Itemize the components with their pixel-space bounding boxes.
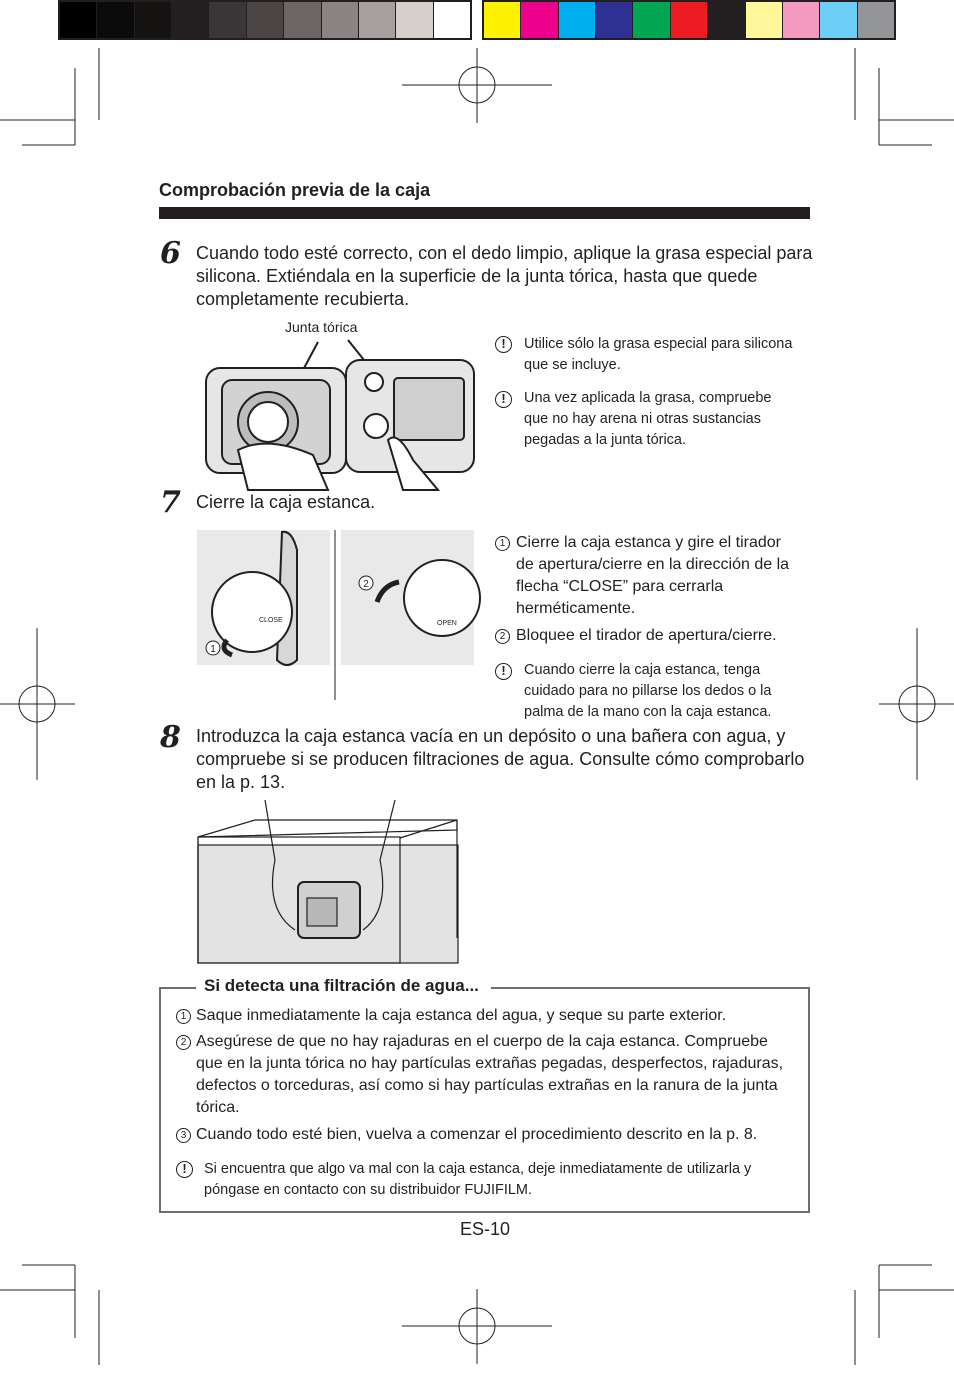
gray-swatch	[209, 2, 247, 38]
color-swatch	[596, 2, 634, 38]
gray-swatch	[134, 2, 173, 38]
color-swatch	[521, 2, 559, 38]
dial-close-label: CLOSE	[259, 617, 283, 624]
color-swatch	[782, 2, 821, 38]
gray-calibration-bar	[58, 0, 472, 40]
step-7-text: Cierre la caja estanca.	[196, 492, 376, 512]
gray-swatch	[246, 2, 285, 38]
gray-swatch	[172, 2, 210, 38]
o-ring-label: Junta tórica	[285, 319, 358, 335]
gray-swatch	[396, 2, 434, 38]
color-swatch	[633, 2, 671, 38]
leak-marker-3: 3	[176, 1128, 191, 1143]
color-calibration-bar	[482, 0, 896, 40]
leak-marker-2: 2	[176, 1035, 191, 1050]
leak-item-2: Asegúrese de que no hay rajaduras en el …	[196, 1033, 784, 1116]
color-swatch	[708, 2, 746, 38]
gray-swatch	[321, 2, 359, 38]
gray-swatch	[284, 2, 322, 38]
gray-swatch	[358, 2, 397, 38]
gray-swatch	[97, 2, 135, 38]
gray-swatch	[433, 2, 470, 38]
callout-2: 2	[363, 579, 369, 590]
step-8-text: Introduzca la caja estanca vacía en un d…	[196, 726, 805, 792]
section-title: Comprobación previa de la caja	[159, 180, 431, 200]
step-7-substep-2: Bloquee el tirador de apertura/cierre.	[516, 627, 777, 644]
callout-1: 1	[210, 644, 216, 655]
warning-icon: !	[176, 1161, 193, 1178]
color-swatch	[484, 2, 522, 38]
water-tank-illustration	[197, 799, 459, 964]
color-swatch	[558, 2, 597, 38]
substep-marker-2: 2	[495, 629, 510, 644]
color-swatch	[745, 2, 783, 38]
color-swatch	[670, 2, 709, 38]
leak-marker-1: 1	[176, 1009, 191, 1024]
step-6-text: Cuando todo esté correcto, con el dedo l…	[196, 243, 813, 309]
leak-item-1: Saque inmediatamente la caja estanca del…	[196, 1007, 727, 1024]
warning-icon: !	[495, 391, 512, 408]
dial-close-illustration: CLOSE OPEN 1 2	[197, 530, 481, 700]
substep-marker-1: 1	[495, 536, 510, 551]
section-rule	[159, 207, 810, 219]
step-6-note-1: Utilice sólo la grasa especial para sili…	[524, 336, 793, 373]
warning-icon: !	[495, 663, 512, 680]
step-7-substep-1: Cierre la caja estanca y gire el tirador…	[516, 534, 790, 617]
gray-swatch	[60, 2, 98, 38]
step-7-number: 7	[160, 485, 181, 520]
step-6-number: 6	[160, 236, 181, 271]
leak-box-title: Si detecta una filtración de agua...	[196, 976, 491, 996]
dial-open-label: OPEN	[437, 620, 457, 627]
leak-item-3: Cuando todo esté bien, vuelva a comenzar…	[196, 1126, 758, 1143]
color-swatch	[820, 2, 858, 38]
o-ring-greasing-illustration	[205, 339, 475, 491]
page-number: ES-10	[460, 1219, 511, 1239]
step-8-number: 8	[160, 720, 181, 755]
warning-icon: !	[495, 336, 512, 353]
color-swatch	[857, 2, 894, 38]
step-6-note-2: Una vez aplicada la grasa, compruebe que…	[524, 390, 772, 448]
step-7-note-1: Cuando cierre la caja estanca, tenga cui…	[524, 662, 772, 720]
leak-note: Si encuentra que algo va mal con la caja…	[204, 1161, 752, 1198]
